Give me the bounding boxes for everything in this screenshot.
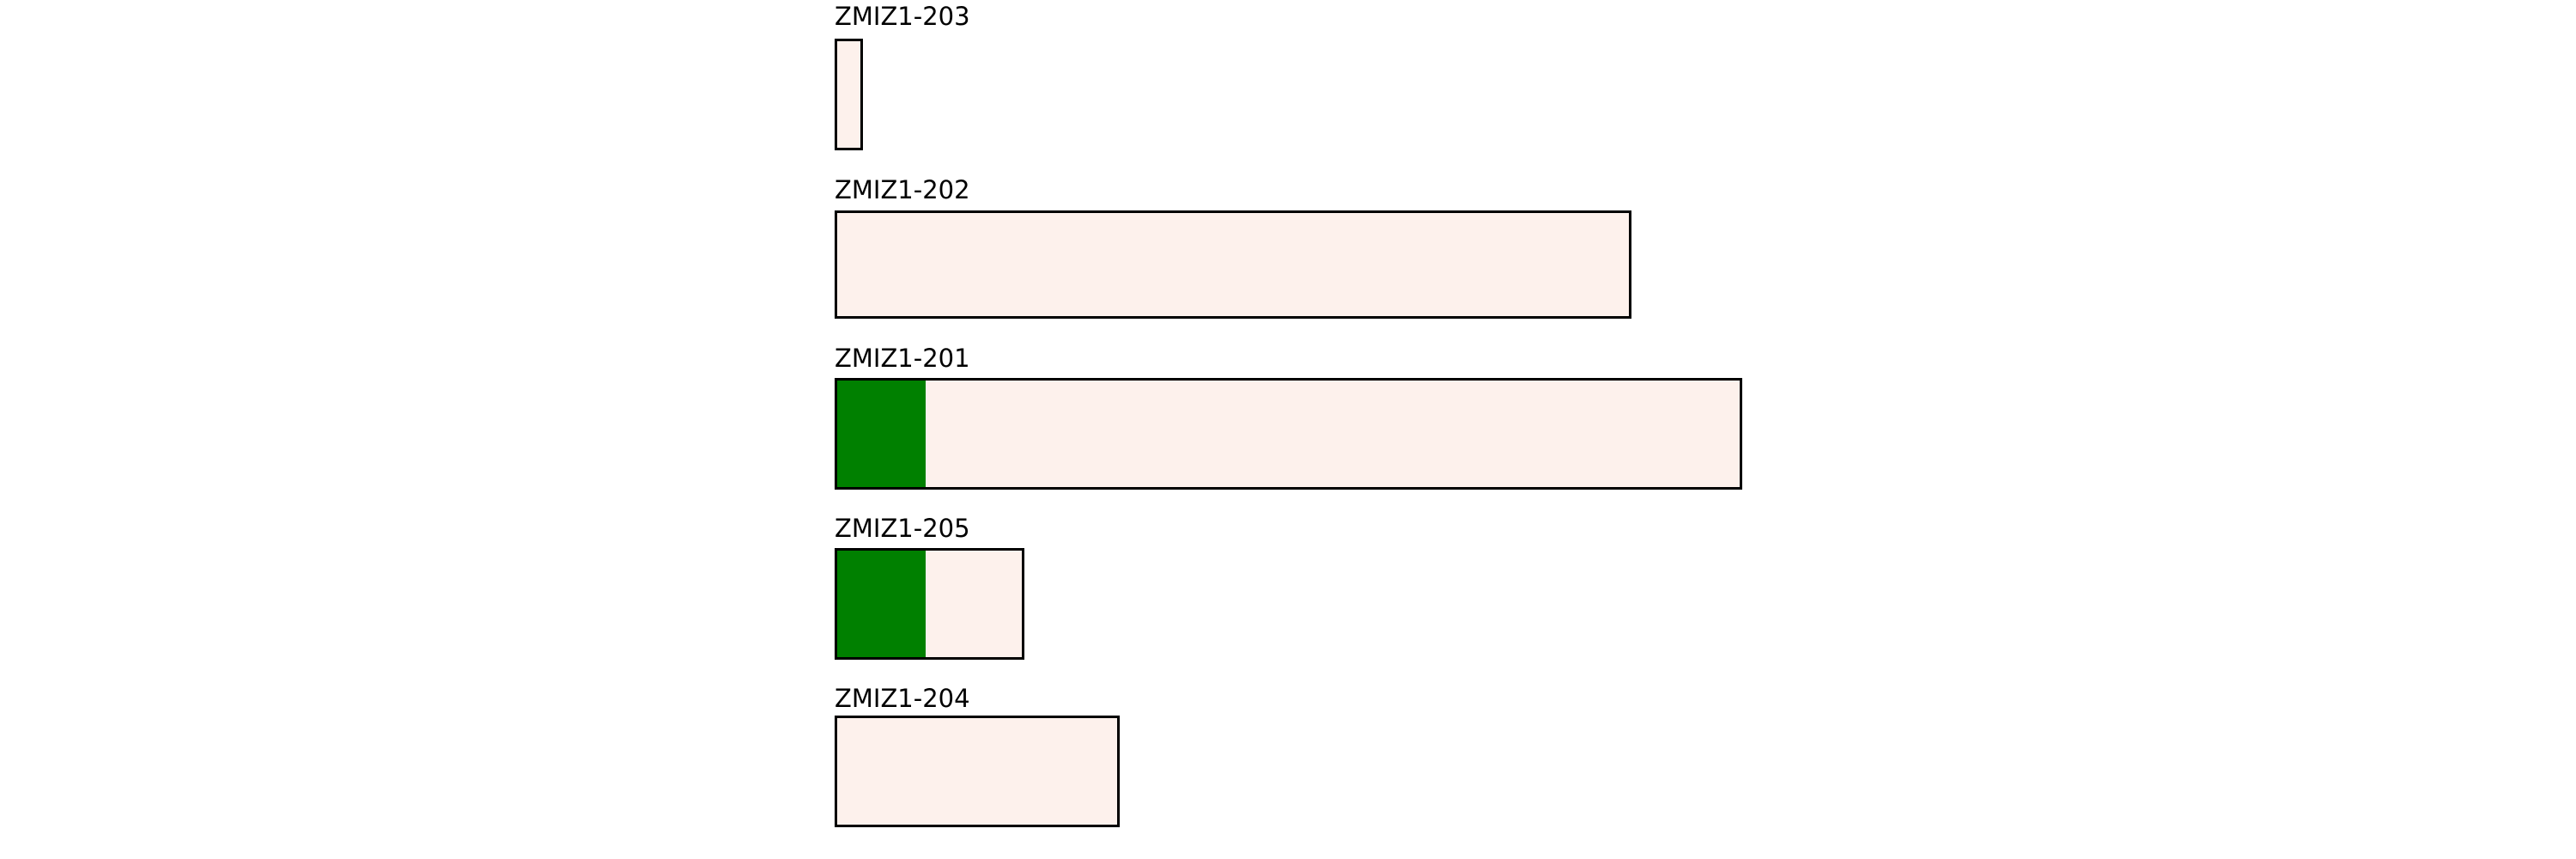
track-bar-fill — [837, 381, 926, 487]
track-label: ZMIZ1-203 — [835, 2, 970, 31]
track-label: ZMIZ1-204 — [835, 684, 970, 713]
track-label: ZMIZ1-202 — [835, 175, 970, 204]
track-bar[interactable] — [835, 210, 1631, 319]
track-label: ZMIZ1-201 — [835, 344, 970, 373]
track-bar[interactable] — [835, 548, 1024, 660]
track-bar[interactable] — [835, 39, 863, 150]
track-label: ZMIZ1-205 — [835, 514, 970, 543]
track-bar-fill — [837, 551, 926, 657]
track-bar[interactable] — [835, 378, 1742, 490]
track-bar[interactable] — [835, 716, 1120, 827]
